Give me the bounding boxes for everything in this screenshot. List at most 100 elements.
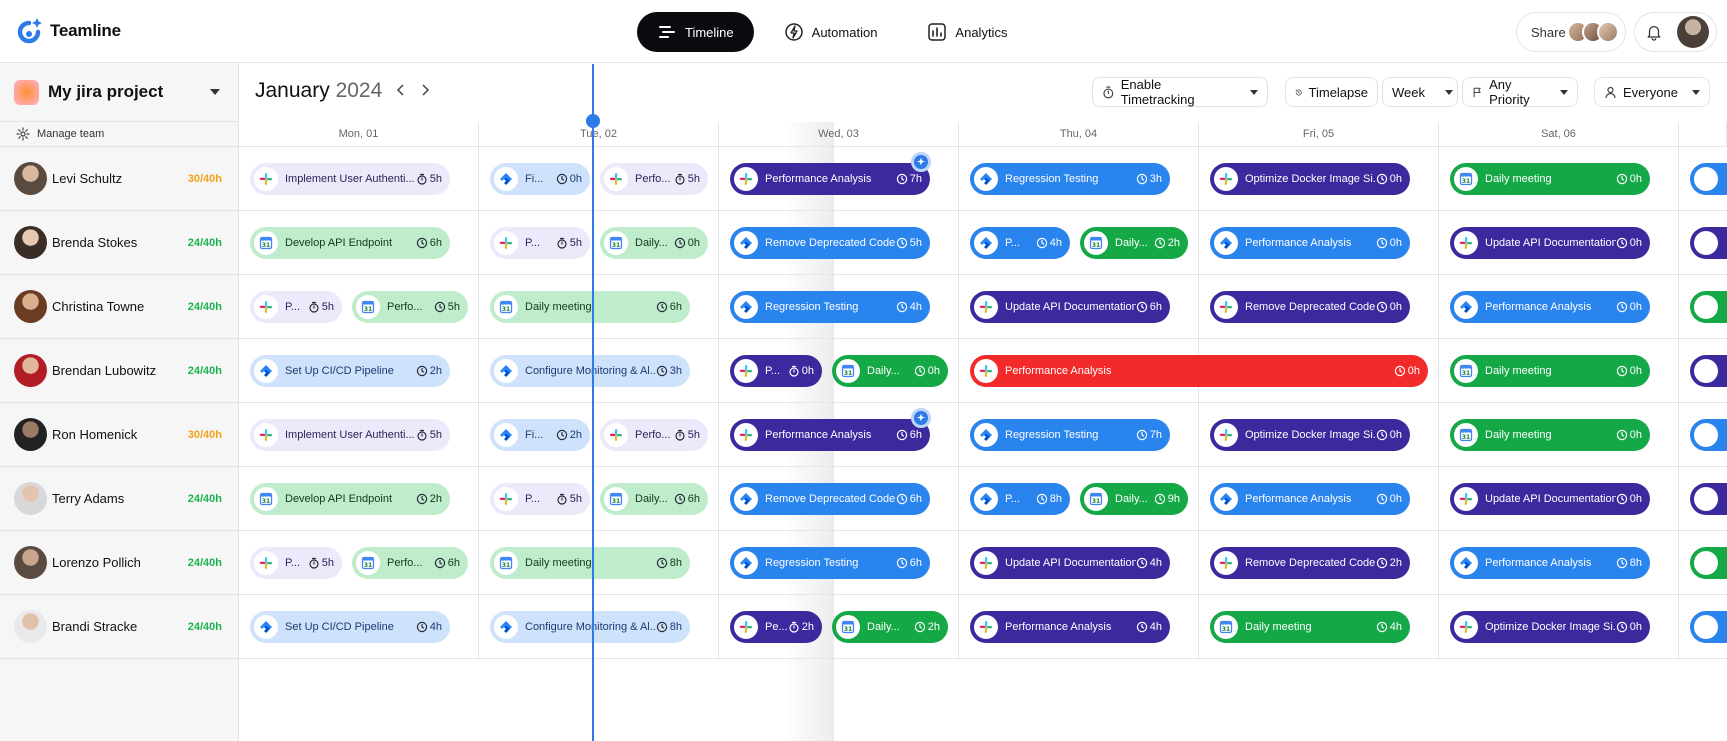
range-dropdown[interactable]: Week (1382, 77, 1458, 107)
task-pill[interactable]: Optimize Docker Image Si...0h (1450, 611, 1650, 643)
task-duration: 6h (896, 557, 922, 569)
member-hours: 24/40h (187, 620, 222, 633)
task-duration-value: 2h (429, 365, 442, 377)
share-button[interactable]: Share (1516, 12, 1626, 52)
timelapse-button[interactable]: Timelapse (1285, 77, 1378, 107)
task-pill[interactable] (1690, 483, 1727, 515)
task-pill[interactable] (1690, 163, 1727, 195)
ai-sparkle-icon[interactable] (911, 408, 931, 428)
prev-period-icon[interactable] (394, 83, 408, 97)
task-pill[interactable] (1690, 419, 1727, 451)
nav-analytics[interactable]: Analytics (907, 12, 1027, 52)
task-pill[interactable]: Implement User Authenti...5h (250, 163, 450, 195)
manage-team-button[interactable]: Manage team (0, 122, 238, 147)
task-duration-value: 0h (927, 365, 940, 377)
task-pill[interactable]: P...5h (250, 547, 342, 579)
nav-automation[interactable]: Automation (764, 12, 898, 52)
task-pill[interactable]: Perfo...5h (600, 163, 708, 195)
task-title: Implement User Authenti... (285, 173, 415, 185)
app-logo[interactable]: Teamline (14, 16, 121, 46)
nav-timeline[interactable]: Timeline (637, 12, 754, 52)
task-pill[interactable]: P...5h (250, 291, 342, 323)
task-duration-value: 5h (447, 301, 460, 313)
task-pill[interactable]: P...5h (490, 227, 590, 259)
task-pill[interactable]: Perfo...5h (600, 419, 708, 451)
nav-automation-label: Automation (811, 24, 878, 40)
task-pill[interactable] (1690, 227, 1727, 259)
assignee-dropdown[interactable]: Everyone (1594, 77, 1710, 107)
task-duration: 0h (1616, 173, 1642, 185)
task-pill[interactable]: P...0h (730, 355, 822, 387)
project-selector[interactable]: My jira project (0, 63, 238, 122)
cal-icon: 31 (604, 487, 628, 511)
task-pill[interactable]: Optimize Docker Image Si...0h (1210, 163, 1410, 195)
next-period-icon[interactable] (418, 83, 432, 97)
task-pill[interactable]: Optimize Docker Image Si...0h (1210, 419, 1410, 451)
task-pill[interactable]: Fi...0h (490, 163, 590, 195)
task-pill[interactable] (1690, 291, 1727, 323)
task-pill[interactable] (1690, 355, 1727, 387)
current-user-avatar[interactable] (1677, 16, 1709, 48)
task-pill[interactable] (1690, 611, 1727, 643)
task-pill[interactable]: Configure Monitoring & Al...8h (490, 611, 690, 643)
task-pill[interactable]: Configure Monitoring & Al...3h (490, 355, 690, 387)
task-pill[interactable]: Implement User Authenti...5h (250, 419, 450, 451)
task-pill[interactable]: Pe...2h (730, 611, 822, 643)
task-pill[interactable] (1690, 547, 1727, 579)
timetracking-dropdown[interactable]: Enable Timetracking (1092, 77, 1268, 107)
task-pill[interactable]: Fi...2h (490, 419, 590, 451)
priority-dropdown[interactable]: Any Priority (1462, 77, 1578, 107)
task-pill[interactable]: P...8h (970, 483, 1070, 515)
task-pill[interactable]: P...4h (970, 227, 1070, 259)
notifications-bell-icon[interactable] (1645, 23, 1663, 41)
task-pill[interactable]: P...5h (490, 483, 590, 515)
ai-sparkle-icon[interactable] (911, 152, 931, 172)
